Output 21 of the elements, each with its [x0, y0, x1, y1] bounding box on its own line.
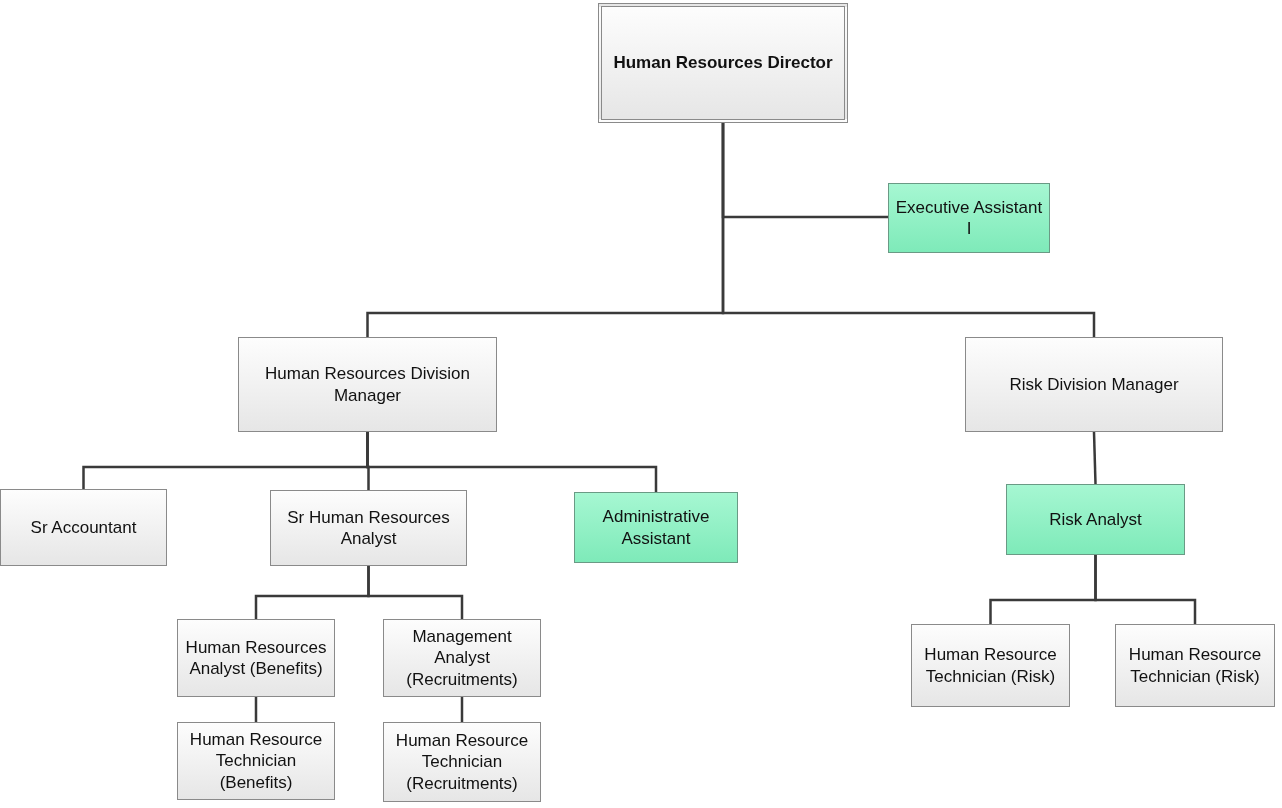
connector-line — [1092, 431, 1097, 485]
connector-line — [460, 697, 464, 722]
position-box: Sr Human Resources Analyst — [270, 490, 467, 566]
position-box: Human Resource Technician (Risk) — [911, 624, 1070, 707]
position-box: Human Resources Analyst (Benefits) — [177, 619, 335, 697]
connector-line — [1094, 555, 1197, 624]
position-box: Sr Accountant — [0, 489, 167, 566]
position-box: Human Resource Technician (Risk) — [1115, 624, 1275, 707]
position-box: Human Resources Division Manager — [238, 337, 497, 432]
connector-line — [254, 697, 258, 722]
connector-line — [721, 123, 1096, 337]
position-box: Human Resource Technician (Benefits) — [177, 722, 335, 800]
position-box: Human Resources Director — [598, 3, 848, 123]
connector-line — [367, 566, 464, 619]
position-box: Human Resource Technician (Recruitments) — [383, 722, 541, 802]
connector-line — [366, 432, 658, 492]
position-box: Administrative Assistant — [574, 492, 738, 563]
position-box: Executive Assistant I — [888, 183, 1050, 253]
position-box: Management Analyst (Recruitments) — [383, 619, 541, 697]
position-box: Risk Analyst — [1006, 484, 1185, 555]
position-box: Risk Division Manager — [965, 337, 1223, 432]
